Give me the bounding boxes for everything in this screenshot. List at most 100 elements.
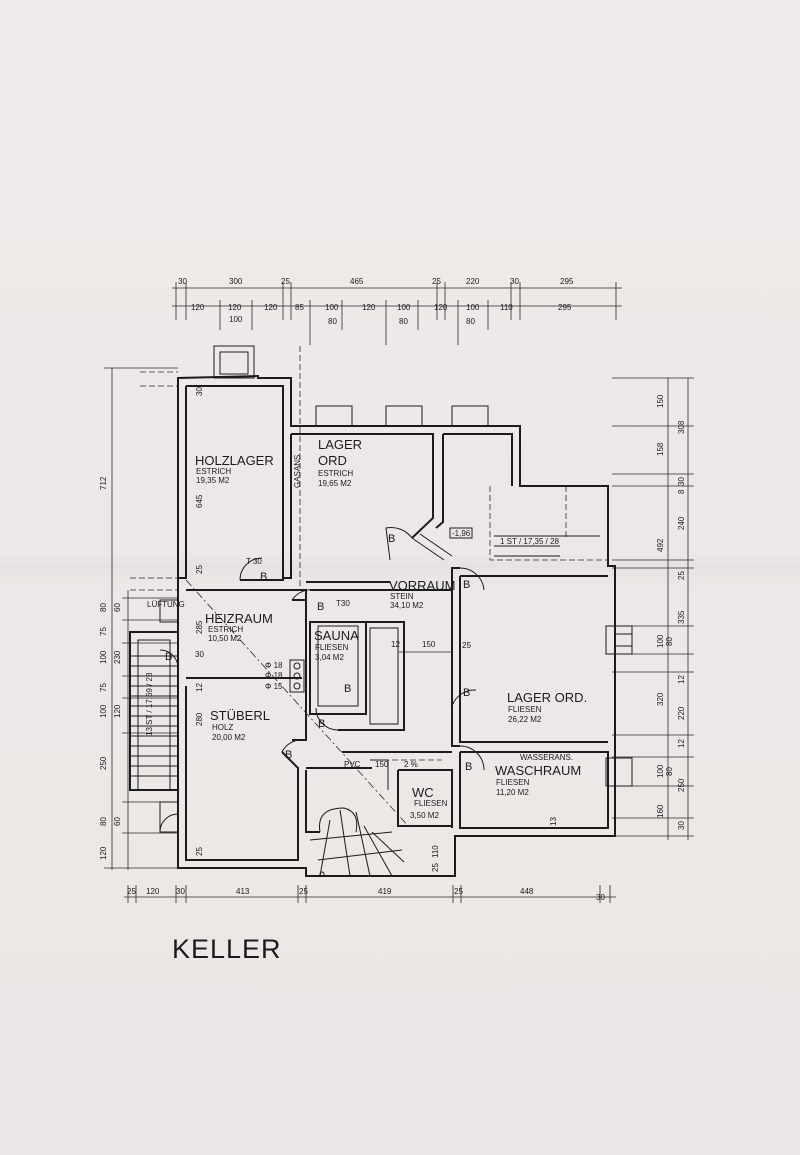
room-name: HEIZRAUM (205, 611, 273, 626)
room-lager-ord: LAGER ORD ESTRICH 19,65 M2 GASANS. (293, 437, 362, 488)
door-b-9: B (318, 718, 325, 730)
dim-in-25c: 25 (462, 641, 471, 650)
spiral-stair (309, 807, 405, 877)
door-b-7: B (165, 651, 172, 663)
right-dimensions: 150 308 158 30 8 240 492 25 335 100 80 3… (612, 377, 694, 840)
room-floor: ESTRICH (318, 469, 353, 478)
level-label: -1,96 (452, 529, 471, 538)
dim-right-308: 308 (677, 420, 686, 434)
pipe-phi15: Φ 15 (265, 682, 283, 691)
dim-in-12b: 12 (391, 640, 400, 649)
dim-left-100a: 100 (99, 650, 108, 664)
dim-right-100b: 100 (656, 764, 665, 778)
room-name: HOLZLAGER (195, 453, 274, 468)
dim-left-230: 230 (113, 650, 122, 664)
pipe-markers: Φ 18 Φ 18 Φ 15 (265, 659, 305, 693)
door-b-8: B (285, 749, 292, 761)
dim-top3-80b: 80 (399, 317, 408, 326)
door-b-6: B (465, 761, 472, 773)
room-floor: HOLZ (212, 723, 233, 732)
room-area: 11,20 M2 (496, 788, 529, 797)
dim-in-25b: 25 (195, 847, 204, 856)
room-area: 19,35 M2 (196, 476, 230, 485)
dim-top2-100c: 100 (466, 303, 480, 312)
door-b-4: B (463, 579, 470, 591)
dim-in-110: 110 (431, 845, 440, 858)
dim-top2-295: 295 (558, 303, 572, 312)
dim-in-12: 12 (195, 683, 204, 692)
room-area: 19,65 M2 (318, 479, 352, 488)
dim-right-220: 220 (677, 706, 686, 720)
drain-annotation: PVC 150 2 % (344, 760, 418, 769)
room-name: STÜBERL (210, 708, 270, 723)
dim-top2-120b: 120 (228, 303, 242, 312)
dim-top3-80c: 80 (466, 317, 475, 326)
dim-right-150: 150 (656, 394, 665, 408)
dim-bottom-25c: 25 (454, 887, 463, 896)
door-labels: B B B B B B B B B B T 30 T30 (165, 533, 472, 773)
room-floor: STEIN (390, 592, 414, 601)
room-area: 34,10 M2 (390, 601, 424, 610)
ventilation-label: LÜFTUNG (147, 600, 185, 609)
door-swings (159, 527, 485, 833)
room-area: 10,50 M2 (208, 634, 242, 643)
room-name: SAUNA (314, 628, 359, 643)
door-b-5: B (463, 687, 470, 699)
dim-right-30b: 30 (677, 821, 686, 830)
room-stueberl: STÜBERL HOLZ 20,00 M2 (210, 708, 270, 742)
room-area: 20,00 M2 (212, 733, 246, 742)
dim-right-160: 160 (656, 804, 665, 818)
door-b-1: B (260, 571, 267, 583)
dim-top2-120c: 120 (264, 303, 278, 312)
pipe-phi18b: Φ 18 (265, 671, 283, 680)
top-stair: 1 ST / 17,35 / 28 -1,96 (411, 527, 600, 561)
dim-bottom-25b: 25 (299, 887, 308, 896)
dim-left-80b: 80 (99, 817, 108, 826)
dim-bottom-30a: 30 (176, 887, 185, 896)
room-name: WC (412, 785, 434, 800)
window-marks (159, 599, 633, 833)
dim-right-80a: 80 (665, 637, 674, 646)
door-b-2: B (317, 601, 324, 613)
pvc-value: 150 (375, 760, 389, 769)
dim-top2-100a: 100 (325, 303, 339, 312)
room-floor: FLIESEN (315, 643, 349, 652)
room-name: LAGER ORD. (507, 690, 587, 705)
room-name: VORRAUM (389, 578, 455, 593)
dim-in-25: 25 (195, 565, 204, 574)
dim-top2-120a: 120 (191, 303, 205, 312)
dim-in-13: 13 (549, 817, 558, 826)
slope-label: 2 % (404, 760, 418, 769)
dim-top-25b: 25 (432, 277, 441, 286)
door-b-10: B (344, 683, 351, 695)
room-area: 3,50 M2 (410, 811, 439, 820)
dim-right-12b: 12 (677, 739, 686, 748)
dim-right-80b: 80 (665, 767, 674, 776)
room-floor: FLIESEN (508, 705, 542, 714)
dim-bottom-419: 419 (378, 887, 392, 896)
room-wc: WC FLIESEN 3,50 M2 (410, 785, 448, 820)
dim-top-300: 300 (229, 277, 243, 286)
dim-right-8: 8 (677, 489, 686, 494)
dim-right-250: 250 (677, 778, 686, 792)
dim-top2-120e: 120 (434, 303, 448, 312)
dim-right-30: 30 (677, 477, 686, 486)
t30-label-2: T30 (336, 599, 350, 608)
room-floor: FLIESEN (496, 778, 530, 787)
room-lager-ord-2: LAGER ORD. FLIESEN 26,22 M2 (507, 690, 587, 724)
dim-right-25: 25 (677, 571, 686, 580)
dim-top-465: 465 (350, 277, 364, 286)
dim-left-60a: 60 (113, 603, 122, 612)
dim-top-25: 25 (281, 277, 290, 286)
room-name: LAGER (318, 437, 362, 452)
room-area: 3,04 M2 (315, 653, 344, 662)
dim-top2-110: 110 (500, 303, 513, 312)
room-name: WASCHRAUM (495, 763, 581, 778)
room-floor: ESTRICH (196, 467, 231, 476)
dim-left-80a: 80 (99, 603, 108, 612)
dim-right-100a: 100 (656, 634, 665, 648)
dim-bottom-30b: 30 (596, 893, 605, 902)
dim-left-120b: 120 (99, 846, 108, 860)
room-name-2: ORD (318, 453, 347, 468)
